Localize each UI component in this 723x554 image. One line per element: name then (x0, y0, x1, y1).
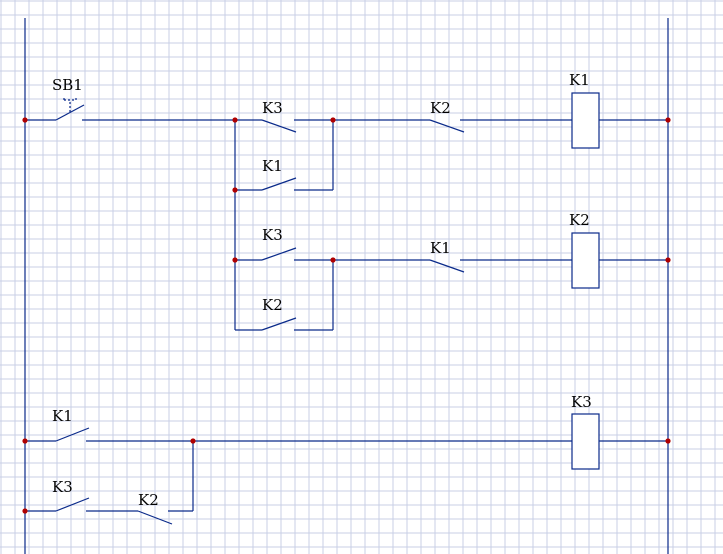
contact-k3-no[interactable] (55, 497, 90, 512)
contact-k3-no[interactable] (261, 247, 297, 261)
coil-k2[interactable] (571, 232, 600, 289)
contact-sb1[interactable] (55, 96, 85, 121)
label-k1: K1 (262, 157, 283, 175)
coil-k3[interactable] (571, 413, 600, 470)
junction-node (22, 117, 28, 123)
label-k2: K2 (138, 491, 159, 509)
label-k3: K3 (262, 99, 283, 117)
contact-k2-nc[interactable] (429, 119, 465, 133)
label-k1: K1 (430, 239, 451, 257)
junction-node (665, 117, 671, 123)
junction-nodes (22, 117, 671, 514)
junction-node (22, 438, 28, 444)
contact-k1-nc[interactable] (429, 259, 465, 273)
junction-node (22, 508, 28, 514)
junction-node (232, 187, 238, 193)
rung-1: SB1 K3 K1 K2 K1 (25, 71, 668, 191)
rung-2: K3 K2 K1 K2 (234, 190, 668, 331)
contact-k1-no[interactable] (261, 177, 297, 191)
junction-node (232, 117, 238, 123)
junction-node (665, 438, 671, 444)
label-k1: K1 (52, 407, 73, 425)
junction-node (330, 257, 336, 263)
contact-k2-no[interactable] (261, 317, 297, 331)
label-k3: K3 (52, 478, 73, 496)
label-k2: K2 (430, 99, 451, 117)
label-k3: K3 (262, 226, 283, 244)
rung-3: K1 K3 K2 K3 (25, 393, 668, 525)
contact-k3-no[interactable] (261, 119, 297, 133)
label-coil-k2: K2 (569, 211, 590, 229)
junction-node (665, 257, 671, 263)
label-sb1: SB1 (52, 76, 83, 94)
label-coil-k1: K1 (569, 71, 590, 89)
junction-node (232, 257, 238, 263)
coil-k1[interactable] (571, 92, 600, 149)
contact-k2-nc[interactable] (137, 510, 173, 525)
label-k2: K2 (262, 296, 283, 314)
junction-node (190, 438, 196, 444)
label-coil-k3: K3 (571, 393, 592, 411)
junction-node (330, 117, 336, 123)
contact-k1-no[interactable] (55, 427, 90, 442)
